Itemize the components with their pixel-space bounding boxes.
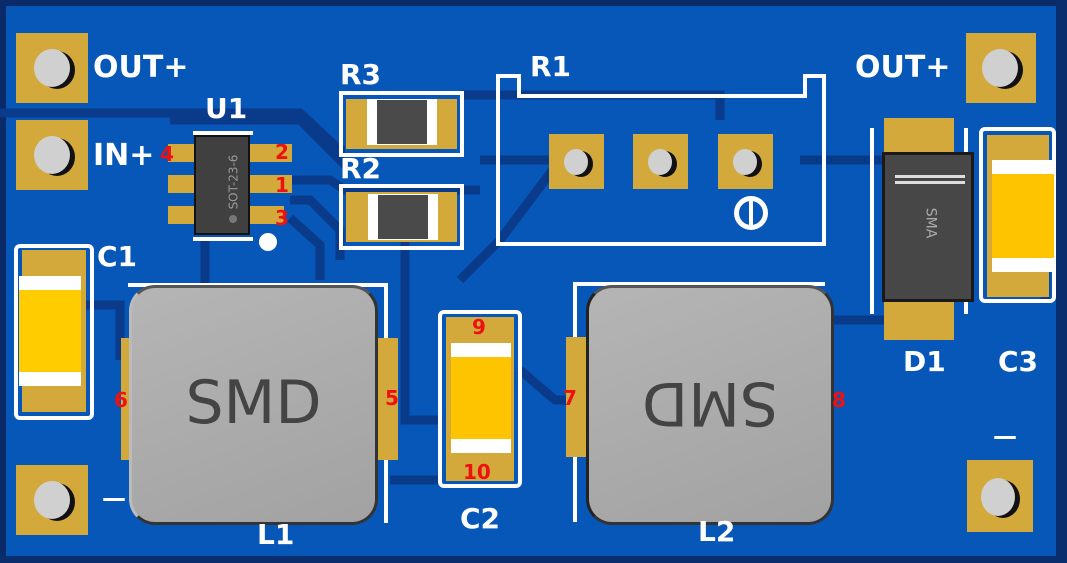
through-hole [981, 478, 1015, 516]
pin-label: 4 [160, 142, 174, 166]
silk-line [193, 237, 253, 241]
through-hole [733, 149, 757, 175]
pin-label: 7 [563, 386, 577, 410]
through-hole [34, 136, 70, 174]
ref-c3: C3 [998, 345, 1039, 378]
l1-marking: SMD [185, 368, 322, 438]
through-hole [982, 49, 1018, 87]
through-hole [648, 149, 672, 175]
ref-r1: R1 [530, 50, 572, 83]
capacitor-c1[interactable] [19, 276, 81, 386]
ic-u1-body[interactable]: SOT-23-6 [194, 135, 250, 235]
connector-pad-minus-right[interactable] [967, 460, 1033, 532]
resistor-r2[interactable] [378, 195, 428, 239]
r2-outline [339, 184, 464, 250]
r3-outline [339, 91, 464, 157]
ref-c2: C2 [460, 502, 501, 535]
l2-marking: SMD [641, 368, 779, 438]
ref-r3: R3 [340, 58, 382, 91]
pin-label: 6 [114, 388, 128, 412]
label-in-plus: IN+ [93, 138, 155, 173]
label-minus-left: — [102, 484, 126, 512]
connector-pad-out-plus-right[interactable] [966, 33, 1036, 103]
ref-l2: L2 [698, 515, 736, 548]
diode-d1[interactable]: SMA [882, 152, 974, 302]
pin-label: 3 [275, 206, 289, 230]
pot-adjust-icon [734, 196, 768, 230]
through-hole [34, 481, 70, 519]
ref-r2: R2 [340, 152, 382, 185]
label-out-plus-right: OUT+ [855, 50, 951, 85]
d1-package-marking: SMA [922, 207, 939, 239]
ref-c1: C1 [97, 240, 138, 273]
c2-outline [438, 310, 522, 488]
resistor-r3[interactable] [377, 100, 427, 144]
pin-label: 10 [463, 460, 491, 484]
through-hole [34, 49, 70, 87]
pin-label: 1 [275, 173, 289, 197]
r1-pin-pad[interactable] [549, 134, 604, 189]
connector-pad-in-plus[interactable] [16, 120, 88, 190]
ref-u1: U1 [205, 92, 248, 125]
pin-label: 8 [832, 388, 846, 412]
u1-package-marking: SOT-23-6 [226, 154, 241, 210]
inductor-l1[interactable]: SMD [129, 285, 378, 525]
pin-label: 9 [472, 315, 486, 339]
r1-outline [496, 74, 826, 246]
connector-pad-out-plus-left[interactable] [16, 33, 88, 103]
ref-d1: D1 [903, 345, 946, 378]
connector-pad-minus-left[interactable] [16, 465, 88, 535]
inductor-l2[interactable]: SMD [586, 285, 834, 525]
ref-l1: L1 [257, 518, 295, 551]
pin-label: 2 [275, 140, 289, 164]
label-out-plus-left: OUT+ [93, 50, 189, 85]
through-hole [564, 149, 588, 175]
capacitor-c2[interactable] [451, 343, 511, 453]
r1-pin-pad[interactable] [718, 134, 773, 189]
c3-outline [979, 127, 1056, 303]
pin1-marker-dot [259, 233, 277, 251]
label-minus-right: — [993, 422, 1017, 450]
r1-pin-pad[interactable] [633, 134, 688, 189]
pin-label: 5 [385, 386, 399, 410]
pin1-dot [229, 215, 237, 223]
c1-outline [14, 244, 94, 420]
silk-line [193, 131, 253, 135]
capacitor-c3[interactable] [992, 160, 1054, 272]
